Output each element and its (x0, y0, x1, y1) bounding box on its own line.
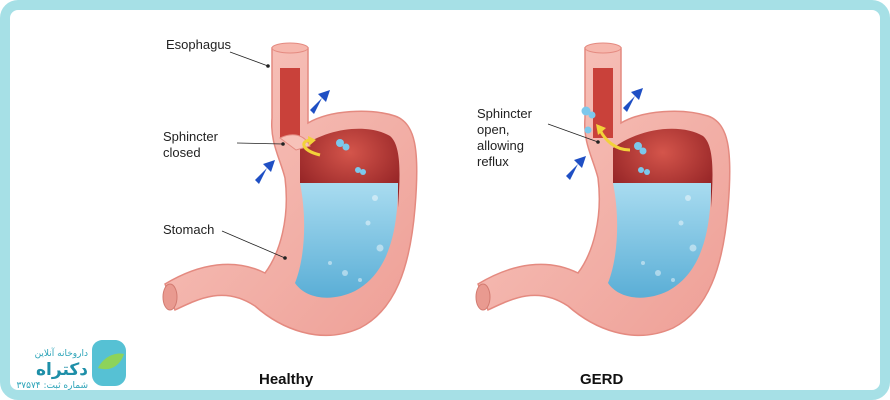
label-sphincter-closed: Sphincter closed (163, 129, 222, 160)
reflux-arrow (598, 129, 631, 152)
label-sphincter-open: Sphincter open, allowing reflux (477, 106, 536, 169)
gerd-panel: Sphincter open, allowing reflux GERD (475, 42, 731, 388)
label-stomach: Stomach (163, 222, 214, 237)
pressure-arrow-upper-gerd (623, 88, 643, 112)
logo-line2: شماره ثبت: ۳۷۵۷۴ (16, 381, 88, 391)
title-gerd: GERD (580, 371, 624, 388)
logo-brand: دکتراه (36, 360, 88, 380)
healthy-panel: Esophagus Sphincter closed Stomach Healt… (162, 37, 418, 388)
label-esophagus: Esophagus (166, 37, 232, 52)
logo-leaf-icon (98, 353, 124, 370)
pressure-arrow-upper (310, 90, 330, 114)
title-healthy: Healthy (259, 371, 314, 388)
logo-line1: داروخانه آنلاین (35, 347, 88, 359)
pressure-arrow-lower-gerd (566, 156, 586, 180)
pressure-arrow-lower (255, 160, 275, 184)
pharmacy-logo: داروخانه آنلاین دکتراه شماره ثبت: ۳۷۵۷۴ (16, 340, 126, 391)
